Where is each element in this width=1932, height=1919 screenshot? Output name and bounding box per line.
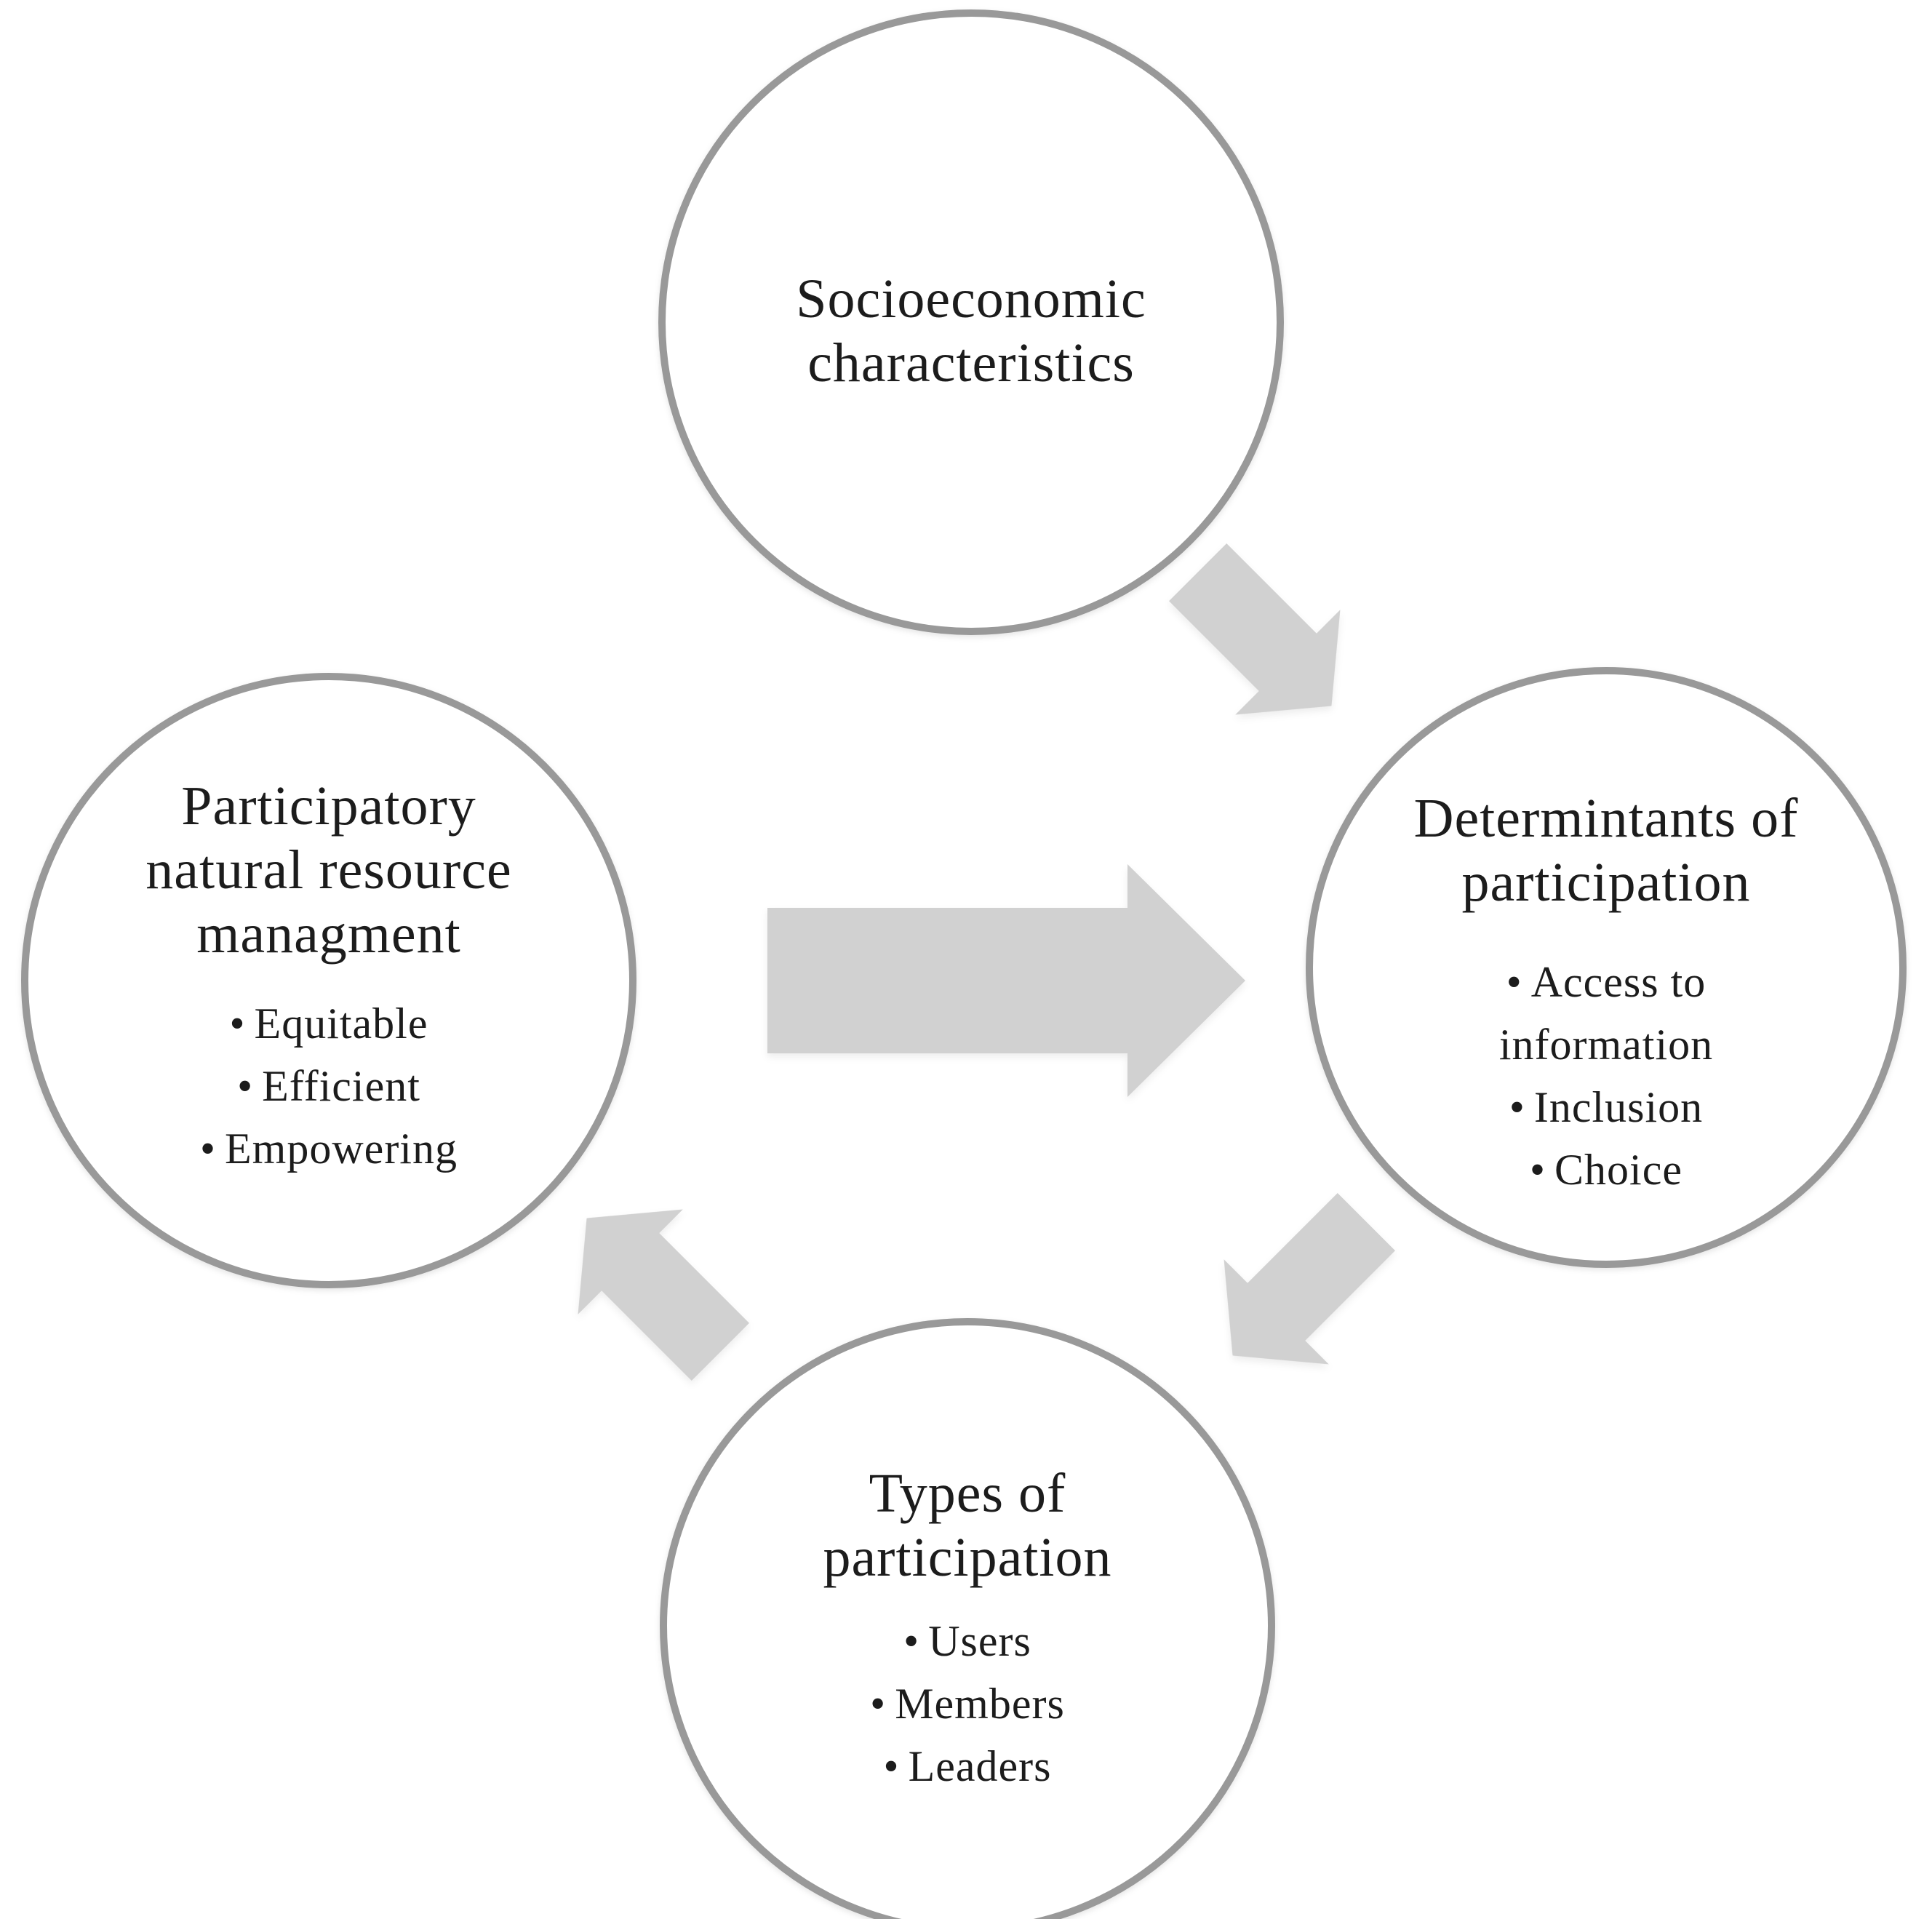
bullet-item: •Equitable	[111, 992, 547, 1055]
node-title-line: participation	[823, 1527, 1112, 1588]
bullet-dot: •	[200, 1125, 217, 1173]
arrow-left-to-right-icon	[767, 864, 1245, 1097]
bullet-item: •Empowering	[111, 1117, 547, 1180]
bullet-text: Access to information	[1498, 958, 1714, 1069]
node-title-line: natural resource	[145, 839, 512, 901]
arrow-right-to-bottom-icon	[1224, 1193, 1395, 1365]
node-title: Types of participation	[669, 1461, 1266, 1589]
circle-types-of-participation	[660, 1318, 1275, 1919]
bullet-text: Members	[895, 1680, 1065, 1728]
bullet-dot: •	[1506, 958, 1522, 1006]
arrow-bottom-to-left-icon	[578, 1209, 749, 1381]
bullet-dot: •	[903, 1617, 920, 1665]
bullet-list: •Users •Members •Leaders	[749, 1610, 1186, 1798]
bullet-item: •Leaders	[749, 1735, 1186, 1798]
circle-determintants-of-participation	[1306, 667, 1907, 1268]
bullet-dot: •	[1509, 1083, 1525, 1131]
node-title-line: Socioeconomic	[796, 268, 1146, 330]
node-title-line: Determintants of	[1413, 788, 1799, 849]
node-title: Determintants of participation	[1322, 786, 1890, 914]
circles-layer	[21, 9, 1907, 1919]
bullet-text: Empowering	[225, 1125, 458, 1173]
bullet-dot: •	[229, 1000, 246, 1048]
node-title-line: Types of	[869, 1463, 1066, 1524]
bullet-item: •Choice	[1435, 1138, 1777, 1201]
node-title-line: participation	[1461, 852, 1751, 913]
node-title-line: Participatory	[181, 775, 476, 837]
arrow-top-to-right-icon	[1169, 543, 1341, 715]
node-title: Socioeconomic characteristics	[607, 267, 1335, 395]
circle-participatory-natural-resource-managment	[21, 673, 636, 1288]
bullet-item: •Members	[749, 1672, 1186, 1735]
bullet-list: •Access to information •Inclusion •Choic…	[1435, 951, 1777, 1201]
circle-socioeconomic-characteristics	[658, 9, 1284, 635]
bullet-item: •Efficient	[111, 1055, 547, 1117]
bullet-text: Users	[928, 1617, 1031, 1665]
bullet-item: •Users	[749, 1610, 1186, 1672]
bullet-text: Equitable	[254, 1000, 428, 1048]
bullet-text: Choice	[1554, 1146, 1682, 1194]
bullet-dot: •	[1530, 1146, 1546, 1194]
node-title: Participatory natural resource managment	[16, 774, 642, 966]
bullet-dot: •	[870, 1680, 887, 1728]
bullet-item: •Access to information	[1435, 951, 1777, 1076]
bullet-dot: •	[883, 1742, 900, 1790]
node-title-line: characteristics	[807, 332, 1135, 394]
bullet-item: •Inclusion	[1435, 1076, 1777, 1138]
bullet-dot: •	[237, 1062, 254, 1110]
node-participatory-natural-resource-managment: Participatory natural resource managment…	[16, 774, 642, 1180]
bullet-text: Inclusion	[1533, 1083, 1704, 1131]
node-socioeconomic-characteristics: Socioeconomic characteristics	[607, 267, 1335, 395]
node-title-line: managment	[196, 903, 461, 965]
bullet-text: Leaders	[908, 1742, 1052, 1790]
arrows-layer	[578, 543, 1395, 1381]
node-determintants-of-participation: Determintants of participation •Access t…	[1322, 786, 1890, 1201]
bullet-list: •Equitable •Efficient •Empowering	[111, 992, 547, 1180]
bullet-text: Efficient	[262, 1062, 420, 1110]
node-types-of-participation: Types of participation •Users •Members •…	[669, 1461, 1266, 1798]
